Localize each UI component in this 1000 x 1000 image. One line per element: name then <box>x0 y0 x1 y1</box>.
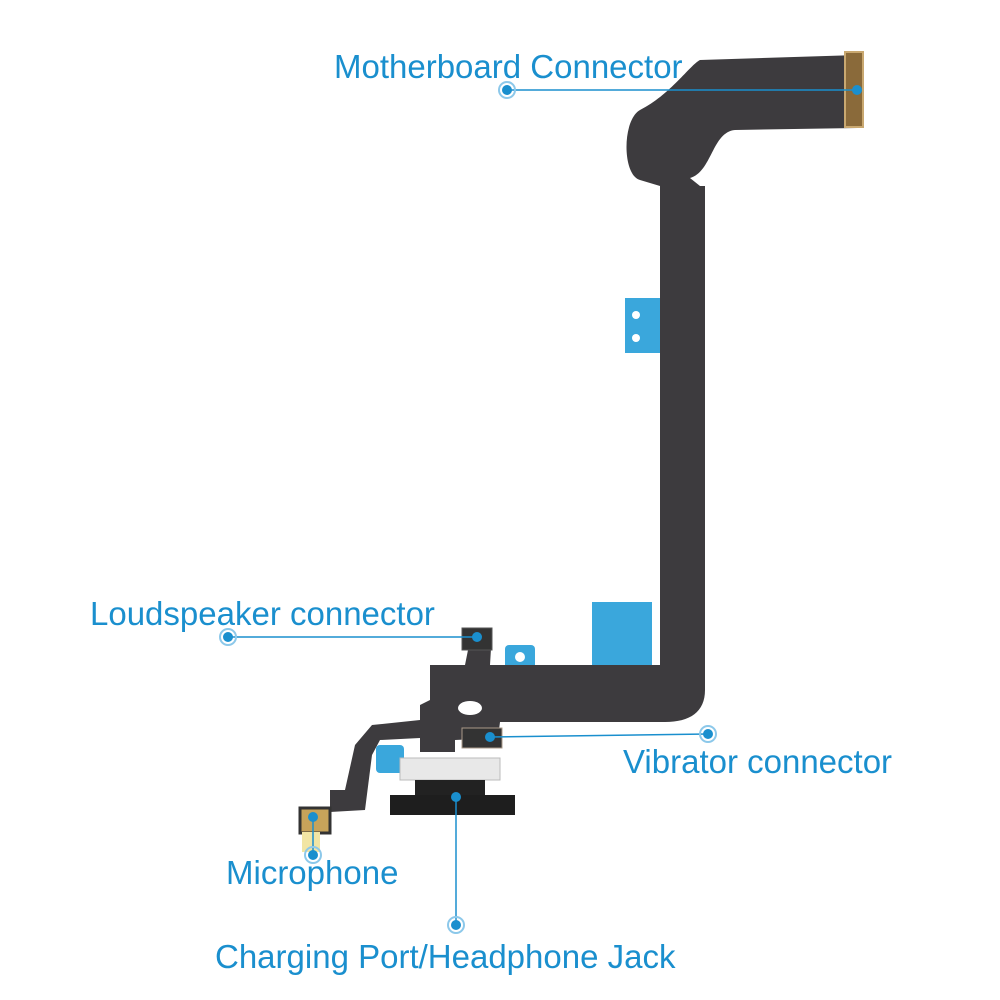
cable-hole <box>458 701 482 715</box>
flex-cable <box>330 55 858 812</box>
label-vibrator-connector: Vibrator connector <box>623 743 893 780</box>
adhesive-tape <box>625 298 660 353</box>
callout-dots <box>219 81 862 934</box>
label-loudspeaker-connector: Loudspeaker connector <box>90 595 435 632</box>
charging-port <box>390 795 515 815</box>
adhesive-tape <box>592 602 652 674</box>
callout-lines <box>228 89 857 925</box>
charging-port <box>415 780 485 795</box>
vibrator-connector <box>461 727 503 749</box>
label-charging-port: Charging Port/Headphone Jack <box>215 938 676 975</box>
label-motherboard-connector: Motherboard Connector <box>334 48 683 85</box>
adhesive-tape <box>376 745 404 773</box>
port-bracket <box>399 757 501 781</box>
label-microphone: Microphone <box>226 854 399 891</box>
